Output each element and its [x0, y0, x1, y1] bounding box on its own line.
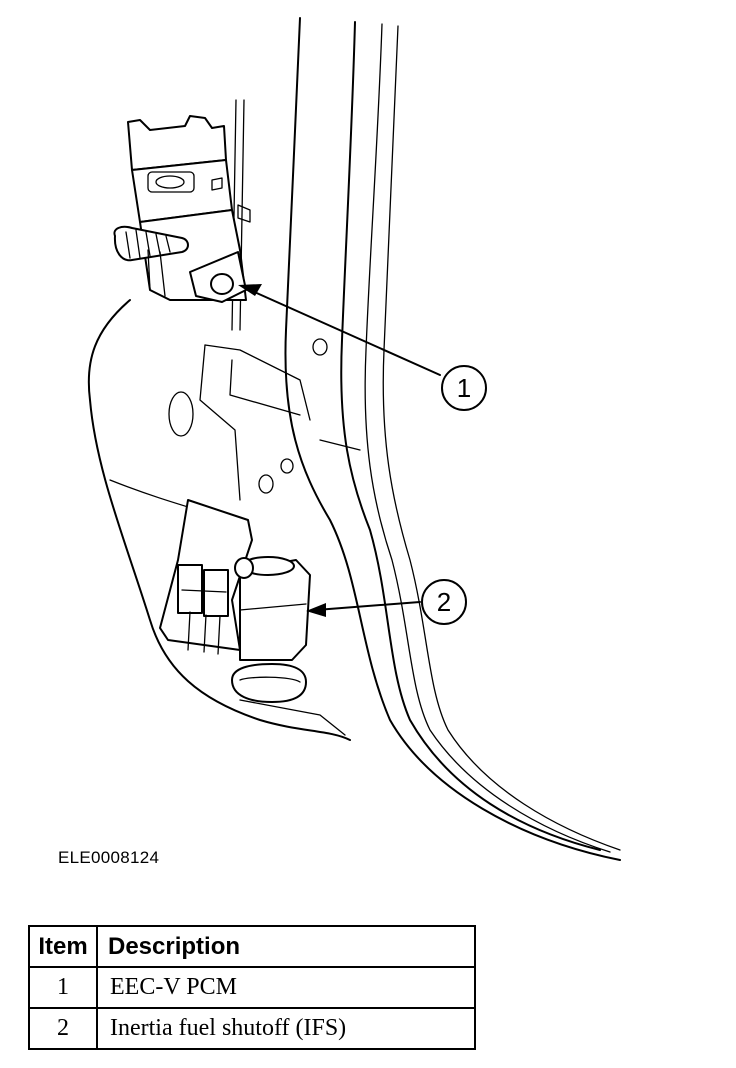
line-drawing-illustration: 1 2	[87, 17, 621, 861]
legend-table: Item Description 1 EEC-V PCM 2 Inertia f…	[28, 925, 476, 1050]
callout-1: 1	[441, 365, 487, 411]
legend-header-item: Item	[28, 925, 98, 968]
figure-id-label: ELE0008124	[58, 848, 160, 867]
callout-2: 2	[421, 579, 467, 625]
legend-header-row: Item Description	[28, 925, 476, 968]
legend-cell-description: Inertia fuel shutoff (IFS)	[96, 1007, 476, 1050]
legend-cell-description: EEC-V PCM	[96, 966, 476, 1009]
legend-cell-item: 2	[28, 1007, 98, 1050]
pillar-outline	[231, 17, 621, 861]
callout-leaders	[238, 284, 441, 617]
legend-row: 2 Inertia fuel shutoff (IFS)	[28, 1007, 476, 1050]
legend-header-description: Description	[96, 925, 476, 968]
legend-cell-item: 1	[28, 966, 98, 1009]
ifs-switch	[159, 499, 311, 703]
legend-row: 1 EEC-V PCM	[28, 966, 476, 1009]
pcm-module	[113, 115, 251, 303]
callout-1-label: 1	[457, 373, 471, 403]
callout-2-label: 2	[437, 587, 451, 617]
